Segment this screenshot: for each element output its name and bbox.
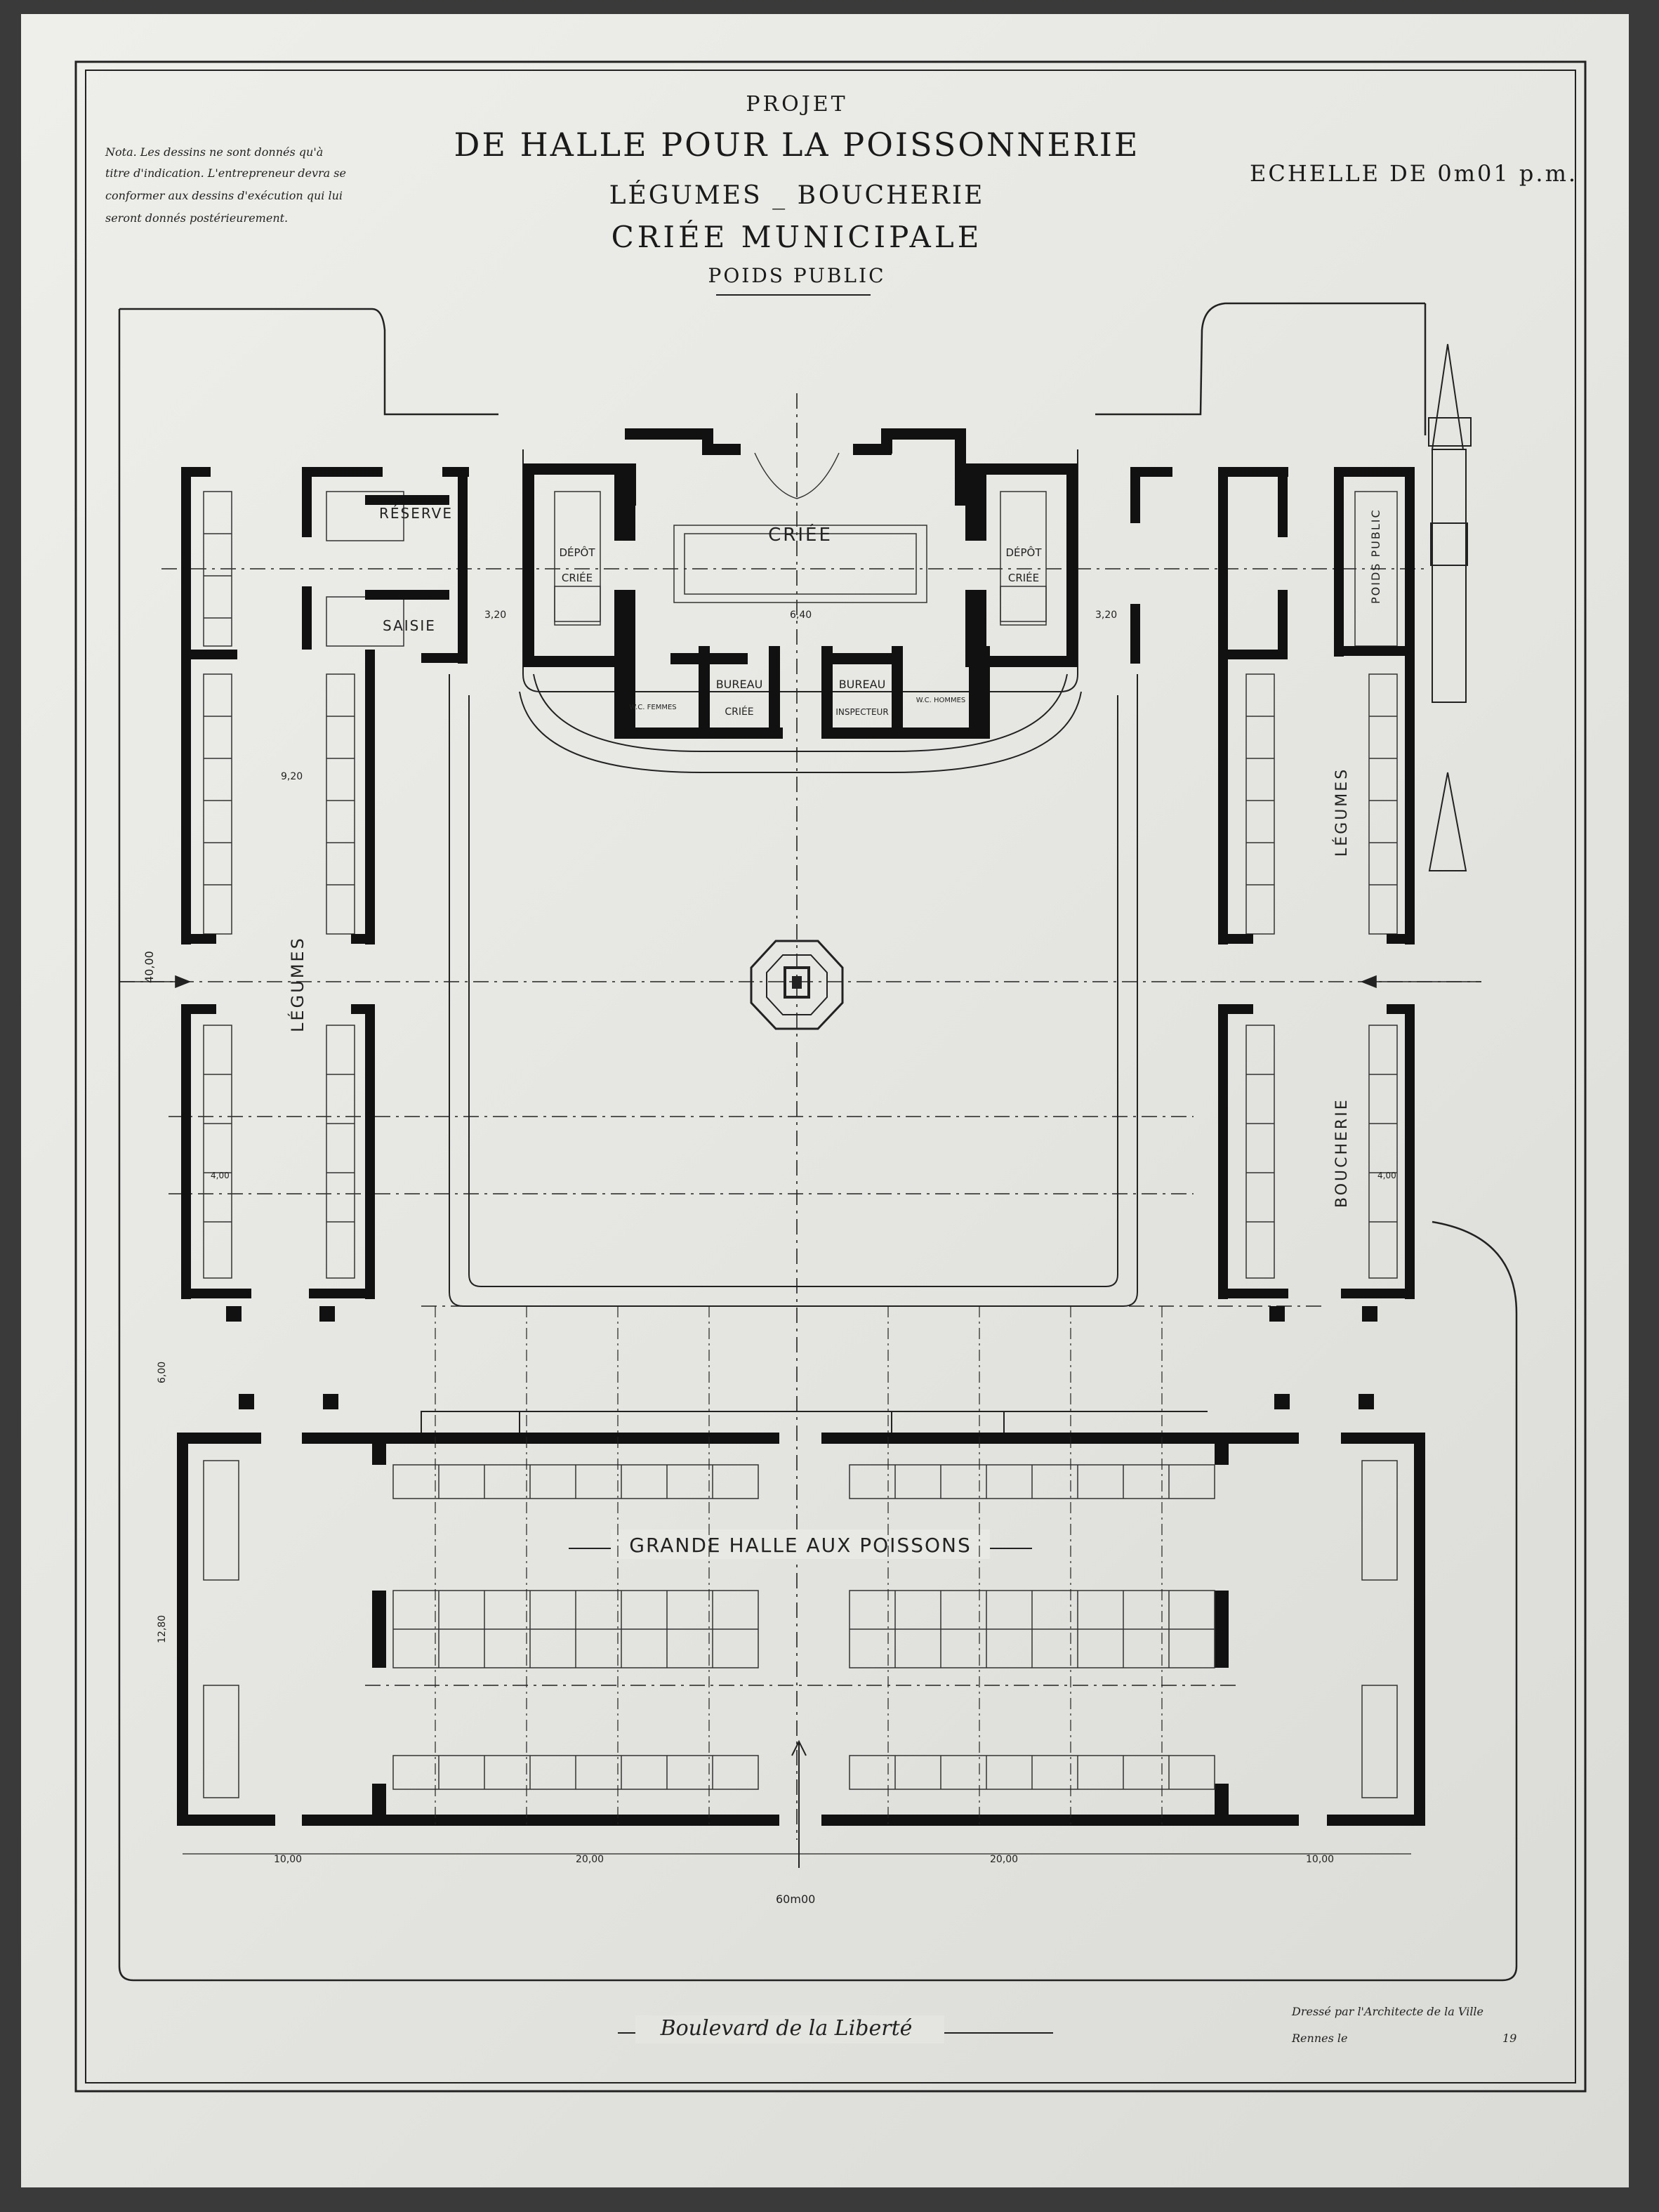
dim-920: 9,20 — [281, 771, 303, 782]
signature-line-2: Rennes le — [1291, 2032, 1347, 2045]
site-outline — [118, 302, 1518, 1982]
signature-line-3: 19 — [1502, 2032, 1516, 2045]
note-line-1: Nota. Les dessins ne sont donnés qu'à — [105, 145, 323, 159]
dim-320a: 3,20 — [484, 610, 506, 621]
bureau-insp-l1: BUREAU — [839, 678, 886, 691]
dim-1000b: 10,00 — [1306, 1854, 1334, 1865]
dim-1280: 12,80 — [157, 1615, 168, 1643]
right-wing: POIDS PUBLIC LÉGUMES BOUCHERIE — [1130, 467, 1415, 1322]
title-line-5: POIDS PUBLIC — [708, 264, 886, 287]
dim-total: 60m00 — [776, 1892, 815, 1906]
bureau-insp-l2: INSPECTEUR — [835, 707, 888, 717]
note-line-2: titre d'indication. L'entrepreneur devra… — [105, 166, 346, 180]
dim-600: 6,00 — [157, 1362, 168, 1383]
label-boucherie: BOUCHERIE — [1333, 1098, 1351, 1208]
dim-1000a: 10,00 — [274, 1854, 302, 1865]
label-legumes-right: LÉGUMES — [1333, 768, 1351, 857]
depot-left-l1: DÉPÔT — [559, 546, 595, 559]
north-arrow — [1428, 343, 1472, 871]
grande-halle: GRANDE HALLE AUX POISSONS — [177, 1394, 1425, 1826]
street-label: Boulevard de la Liberté — [660, 2016, 913, 2041]
label-grande-halle: GRANDE HALLE AUX POISSONS — [629, 1534, 972, 1557]
title-line-3: LÉGUMES _ BOUCHERIE — [609, 180, 985, 210]
wc-hommes: W.C. HOMMES — [916, 697, 966, 704]
room-poids-public: POIDS PUBLIC — [1369, 508, 1382, 604]
courtyard — [449, 673, 1138, 1307]
label-legumes-left: LÉGUMES — [287, 936, 308, 1032]
scale-label: ECHELLE DE 0m01 p.m. — [1250, 160, 1578, 187]
note-block: Nota. Les dessins ne sont donnés qu'à ti… — [105, 145, 346, 225]
title-line-4: CRIÉE MUNICIPALE — [612, 219, 983, 254]
dim-2000a: 20,00 — [576, 1854, 604, 1865]
dim-400a: 4,00 — [211, 1171, 230, 1180]
bureau-criee-l1: BUREAU — [716, 678, 763, 691]
entrance-arrow — [791, 1739, 807, 1868]
note-line-4: seront donnés postérieurement. — [105, 211, 288, 225]
criee-building: CRIÉE DÉPÔT CRIÉE DÉPÔT CRIÉE BUREAU CRI… — [522, 428, 1078, 739]
dimension-labels: 40,00 6,40 3,20 3,20 9,20 6,00 12,80 10,… — [143, 610, 1411, 1906]
signature-block: Dressé par l'Architecte de la Ville Renn… — [1291, 2005, 1516, 2045]
depot-left-l2: CRIÉE — [562, 571, 593, 584]
room-reserve: RÉSERVE — [379, 505, 453, 522]
room-saisie: SAISIE — [383, 617, 436, 634]
title-line-1: PROJET — [746, 92, 847, 117]
depot-right-l1: DÉPÔT — [1005, 546, 1042, 559]
signature-line-1: Dressé par l'Architecte de la Ville — [1291, 2005, 1483, 2018]
dim-criee-w: 6,40 — [790, 610, 812, 621]
note-line-3: conformer aux dessins d'exécution qui lu… — [105, 189, 343, 202]
left-wing: RÉSERVE SAISIE LÉGUMES — [181, 467, 469, 1322]
inner-frame — [85, 70, 1576, 2083]
outer-frame — [74, 60, 1587, 2093]
dim-400b: 4,00 — [1377, 1171, 1396, 1180]
wc-femmes: W.C. FEMMES — [629, 704, 676, 711]
bureau-criee-l2: CRIÉE — [725, 706, 753, 718]
dim-320b: 3,20 — [1095, 610, 1117, 621]
dim-2000b: 20,00 — [990, 1854, 1018, 1865]
fountain — [750, 940, 844, 1030]
dim-left-width: 40,00 — [143, 951, 156, 983]
depot-right-l2: CRIÉE — [1008, 571, 1039, 584]
title-line-2: DE HALLE POUR LA POISSONNERIE — [454, 126, 1139, 164]
axis-arrows — [119, 975, 1481, 989]
room-criee: CRIÉE — [768, 523, 833, 546]
